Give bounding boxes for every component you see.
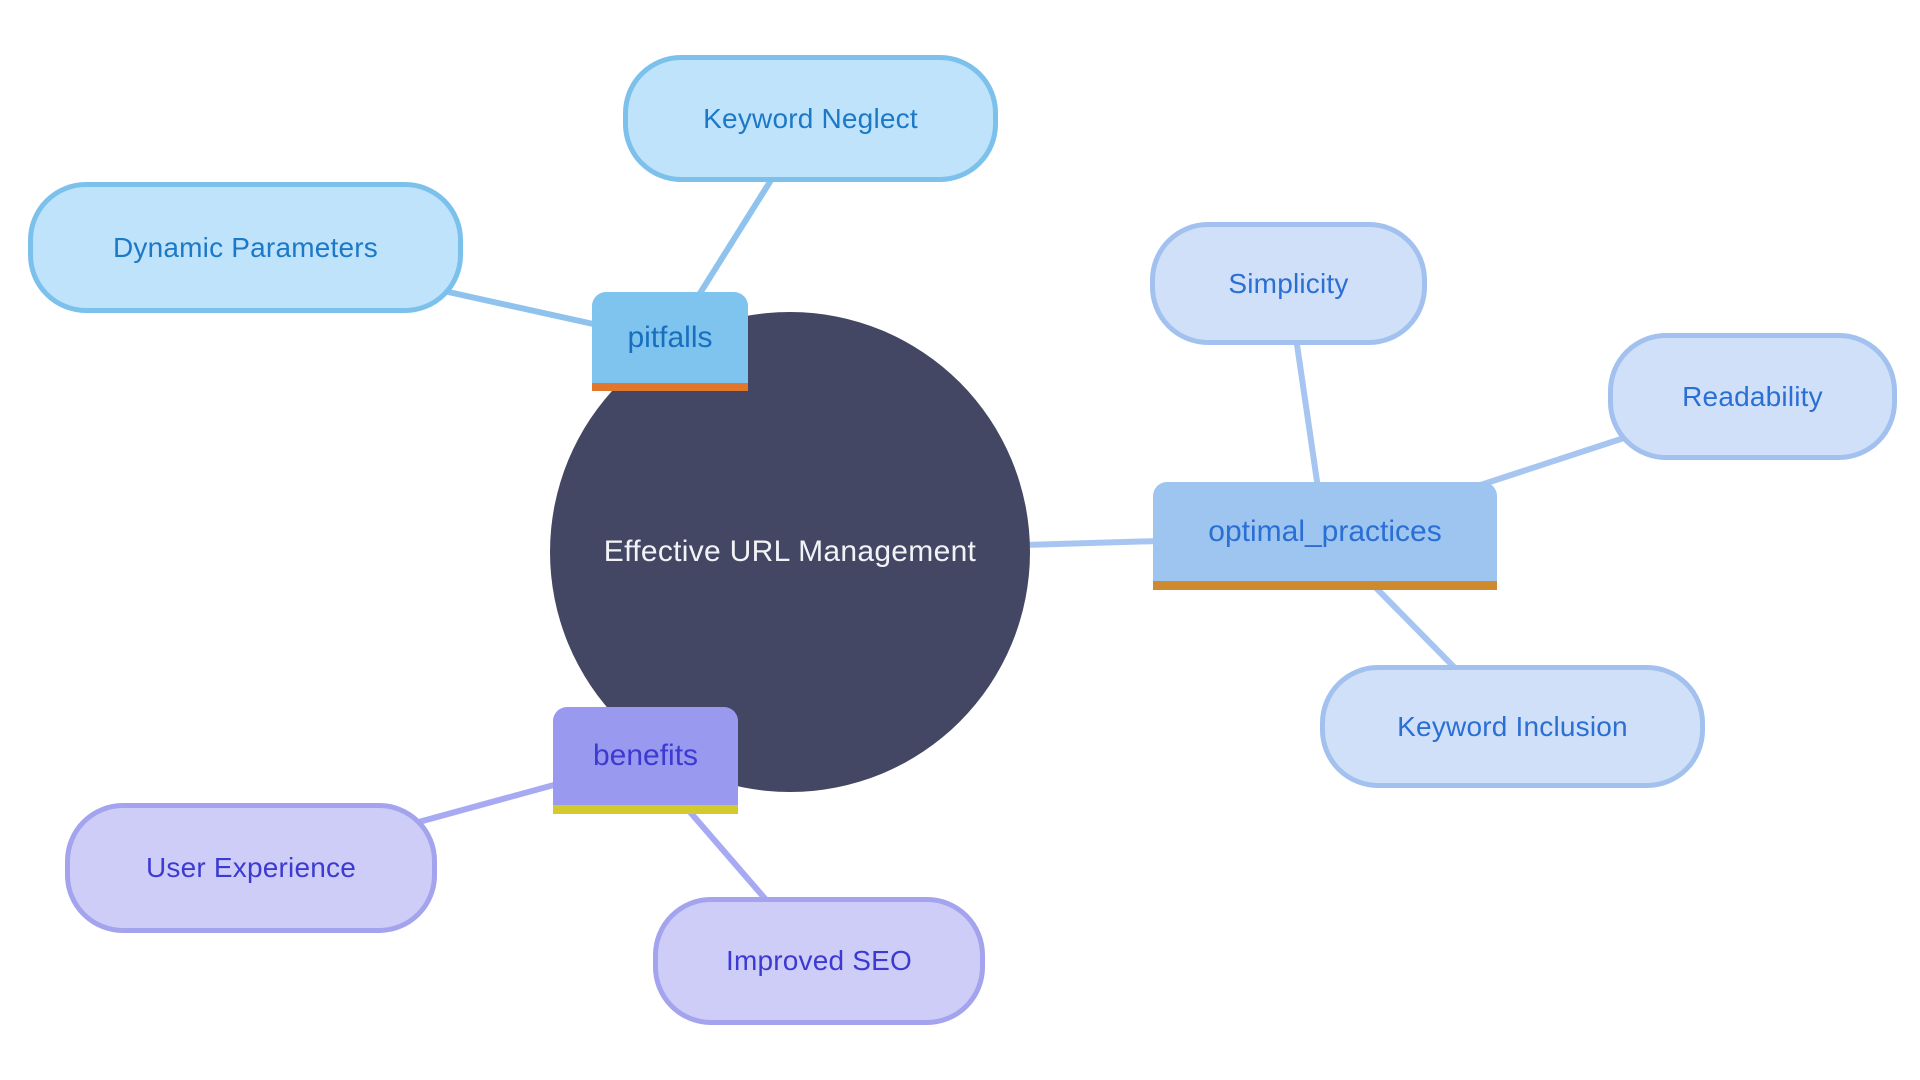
branch-optimal-practices-underline: [1153, 581, 1497, 590]
branch-optimal-practices-label: optimal_practices: [1208, 514, 1442, 548]
leaf-readability-label: Readability: [1682, 380, 1823, 412]
branch-pitfalls-underline: [592, 383, 748, 391]
leaf-node-readability[interactable]: Readability: [1608, 333, 1897, 460]
leaf-node-improved-seo[interactable]: Improved SEO: [653, 897, 985, 1025]
branch-pitfalls-label: pitfalls: [627, 320, 713, 354]
branch-benefits-underline: [553, 805, 738, 814]
branch-pitfalls-body: pitfalls: [592, 292, 748, 383]
branch-node-pitfalls[interactable]: pitfalls: [592, 292, 748, 391]
leaf-node-keyword-neglect[interactable]: Keyword Neglect: [623, 55, 998, 182]
branch-optimal-practices-body: optimal_practices: [1153, 482, 1497, 581]
central-topic-label: Effective URL Management: [603, 535, 977, 568]
branch-node-benefits[interactable]: benefits: [553, 707, 738, 814]
leaf-simplicity-label: Simplicity: [1228, 267, 1349, 299]
branch-benefits-label: benefits: [592, 739, 699, 772]
leaf-node-user-experience[interactable]: User Experience: [65, 803, 437, 933]
branch-benefits-body: benefits: [553, 707, 738, 805]
leaf-improved-seo-label: Improved SEO: [725, 945, 913, 976]
leaf-node-simplicity[interactable]: Simplicity: [1150, 222, 1427, 345]
branch-node-optimal-practices[interactable]: optimal_practices: [1153, 482, 1497, 590]
leaf-keyword-inclusion-label: Keyword Inclusion: [1397, 710, 1628, 742]
leaf-user-experience-label: User Experience: [146, 852, 356, 883]
leaf-keyword-neglect-label: Keyword Neglect: [703, 102, 918, 134]
leaf-node-dynamic-parameters[interactable]: Dynamic Parameters: [28, 182, 463, 313]
leaf-dynamic-parameters-label: Dynamic Parameters: [112, 231, 378, 263]
leaf-node-keyword-inclusion[interactable]: Keyword Inclusion: [1320, 665, 1705, 788]
